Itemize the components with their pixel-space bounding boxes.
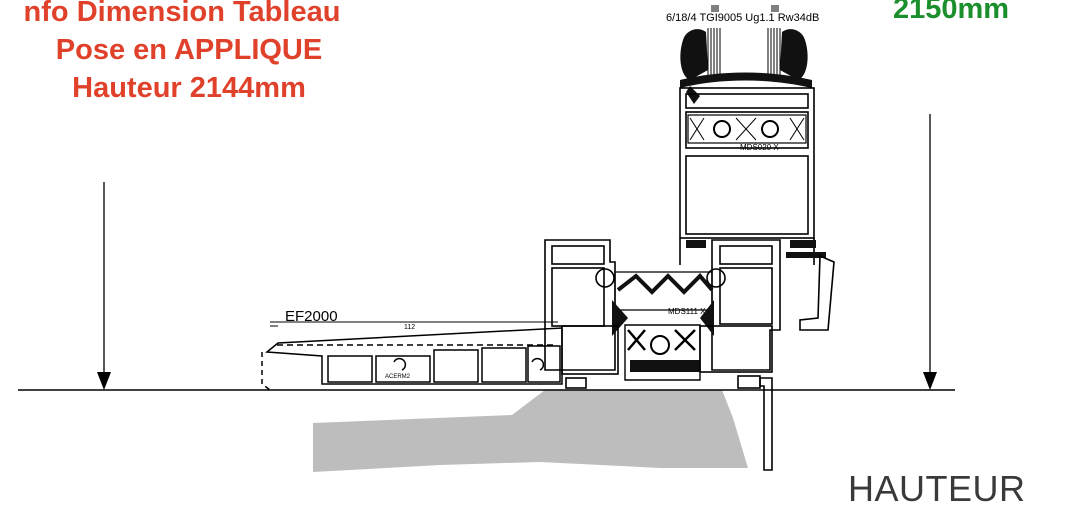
left-height-arrow xyxy=(97,182,111,390)
sill-profile xyxy=(261,321,563,391)
glass-unit xyxy=(707,5,781,75)
sill-ref-label: EF2000 xyxy=(285,308,338,325)
thermal-break-upper xyxy=(687,114,807,144)
sash-ref-label: MDS020 X xyxy=(740,143,779,152)
info-line-1: nfo Dimension Tableau xyxy=(23,0,341,28)
corner-title: HAUTEUR xyxy=(848,468,1026,509)
sash-profile xyxy=(679,87,815,265)
thermal-break-central xyxy=(612,271,714,381)
info-line-3: Hauteur 2144mm xyxy=(72,72,306,104)
frame-bottom xyxy=(561,325,773,471)
sill-dimension-label: 112 xyxy=(404,324,415,331)
frame-left xyxy=(544,239,616,371)
dimension-value: 2150mm xyxy=(893,0,1010,25)
sash-bottom-gasket xyxy=(686,240,826,258)
frame-right xyxy=(706,239,835,371)
glazing-gasket xyxy=(680,29,812,104)
info-line-2: Pose en APPLIQUE xyxy=(55,34,323,66)
right-height-arrow xyxy=(923,114,937,390)
frame-ref-label: MDS111 X xyxy=(668,307,706,316)
glazing-spec-label: 6/18/4 TGI9005 Ug1.1 Rw34dB xyxy=(666,12,819,24)
floor-slab xyxy=(313,390,748,472)
brand-mark-label: ACERM2 xyxy=(385,374,411,380)
